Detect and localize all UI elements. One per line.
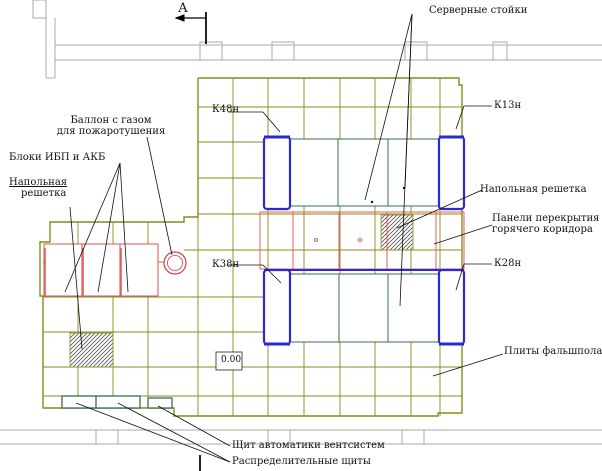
label-floor-grate-left-line2: решетка: [21, 188, 67, 199]
ac-unit-label: К13н: [494, 100, 522, 111]
section-mark: А: [178, 1, 188, 16]
label-dist-boards: Распределительные щиты: [232, 456, 371, 467]
label-ups-blocks: Блоки ИБП и АКБ: [9, 152, 106, 163]
floor-grate-left: [69, 332, 114, 368]
distribution-boards: [61, 395, 173, 409]
label-hot-aisle: Панели перекрытия горячего коридора: [492, 213, 599, 235]
section-arrow: [174, 14, 206, 22]
label-hot-aisle-line2: горячего коридора: [492, 224, 593, 235]
gas-cylinder: [163, 251, 187, 275]
label-gas-cylinder: Баллон с газом для пожаротушения: [55, 115, 167, 137]
label-gas-cylinder-line1: Баллон с газом: [70, 115, 152, 126]
floor-grate-right: [380, 214, 414, 251]
label-hot-aisle-line1: Панели перекрытия: [492, 213, 600, 224]
label-server-racks: Серверные стойки: [429, 5, 528, 16]
wall-marks: [199, 12, 207, 471]
label-floor-grate-right: Напольная решетка: [480, 184, 587, 195]
level-mark: 0.00: [221, 355, 242, 365]
leader-ticks: [370, 186, 406, 204]
label-vent-panel: Щит автоматики вентсистем: [232, 440, 385, 451]
label-floor-grate-left: Напольная решетка: [9, 177, 67, 199]
ups-blocks: [43, 243, 159, 297]
building-walls: [0, 0, 602, 445]
raised-floor-outline: [39, 77, 463, 417]
ac-units: [262, 135, 466, 346]
hot-aisle-panels: [259, 211, 465, 270]
ac-unit-label: К28н: [494, 258, 522, 269]
label-raised-floor: Плиты фальшпола: [504, 346, 602, 357]
leader-lines: [64, 13, 504, 463]
ac-unit-label: К48н: [212, 104, 240, 115]
label-floor-grate-left-line1: Напольная: [9, 177, 68, 188]
level-mark-box: [215, 351, 243, 371]
server-racks: [289, 138, 440, 343]
label-gas-cylinder-line2: для пожаротушения: [56, 126, 166, 137]
ac-unit-label: К38н: [212, 259, 240, 270]
